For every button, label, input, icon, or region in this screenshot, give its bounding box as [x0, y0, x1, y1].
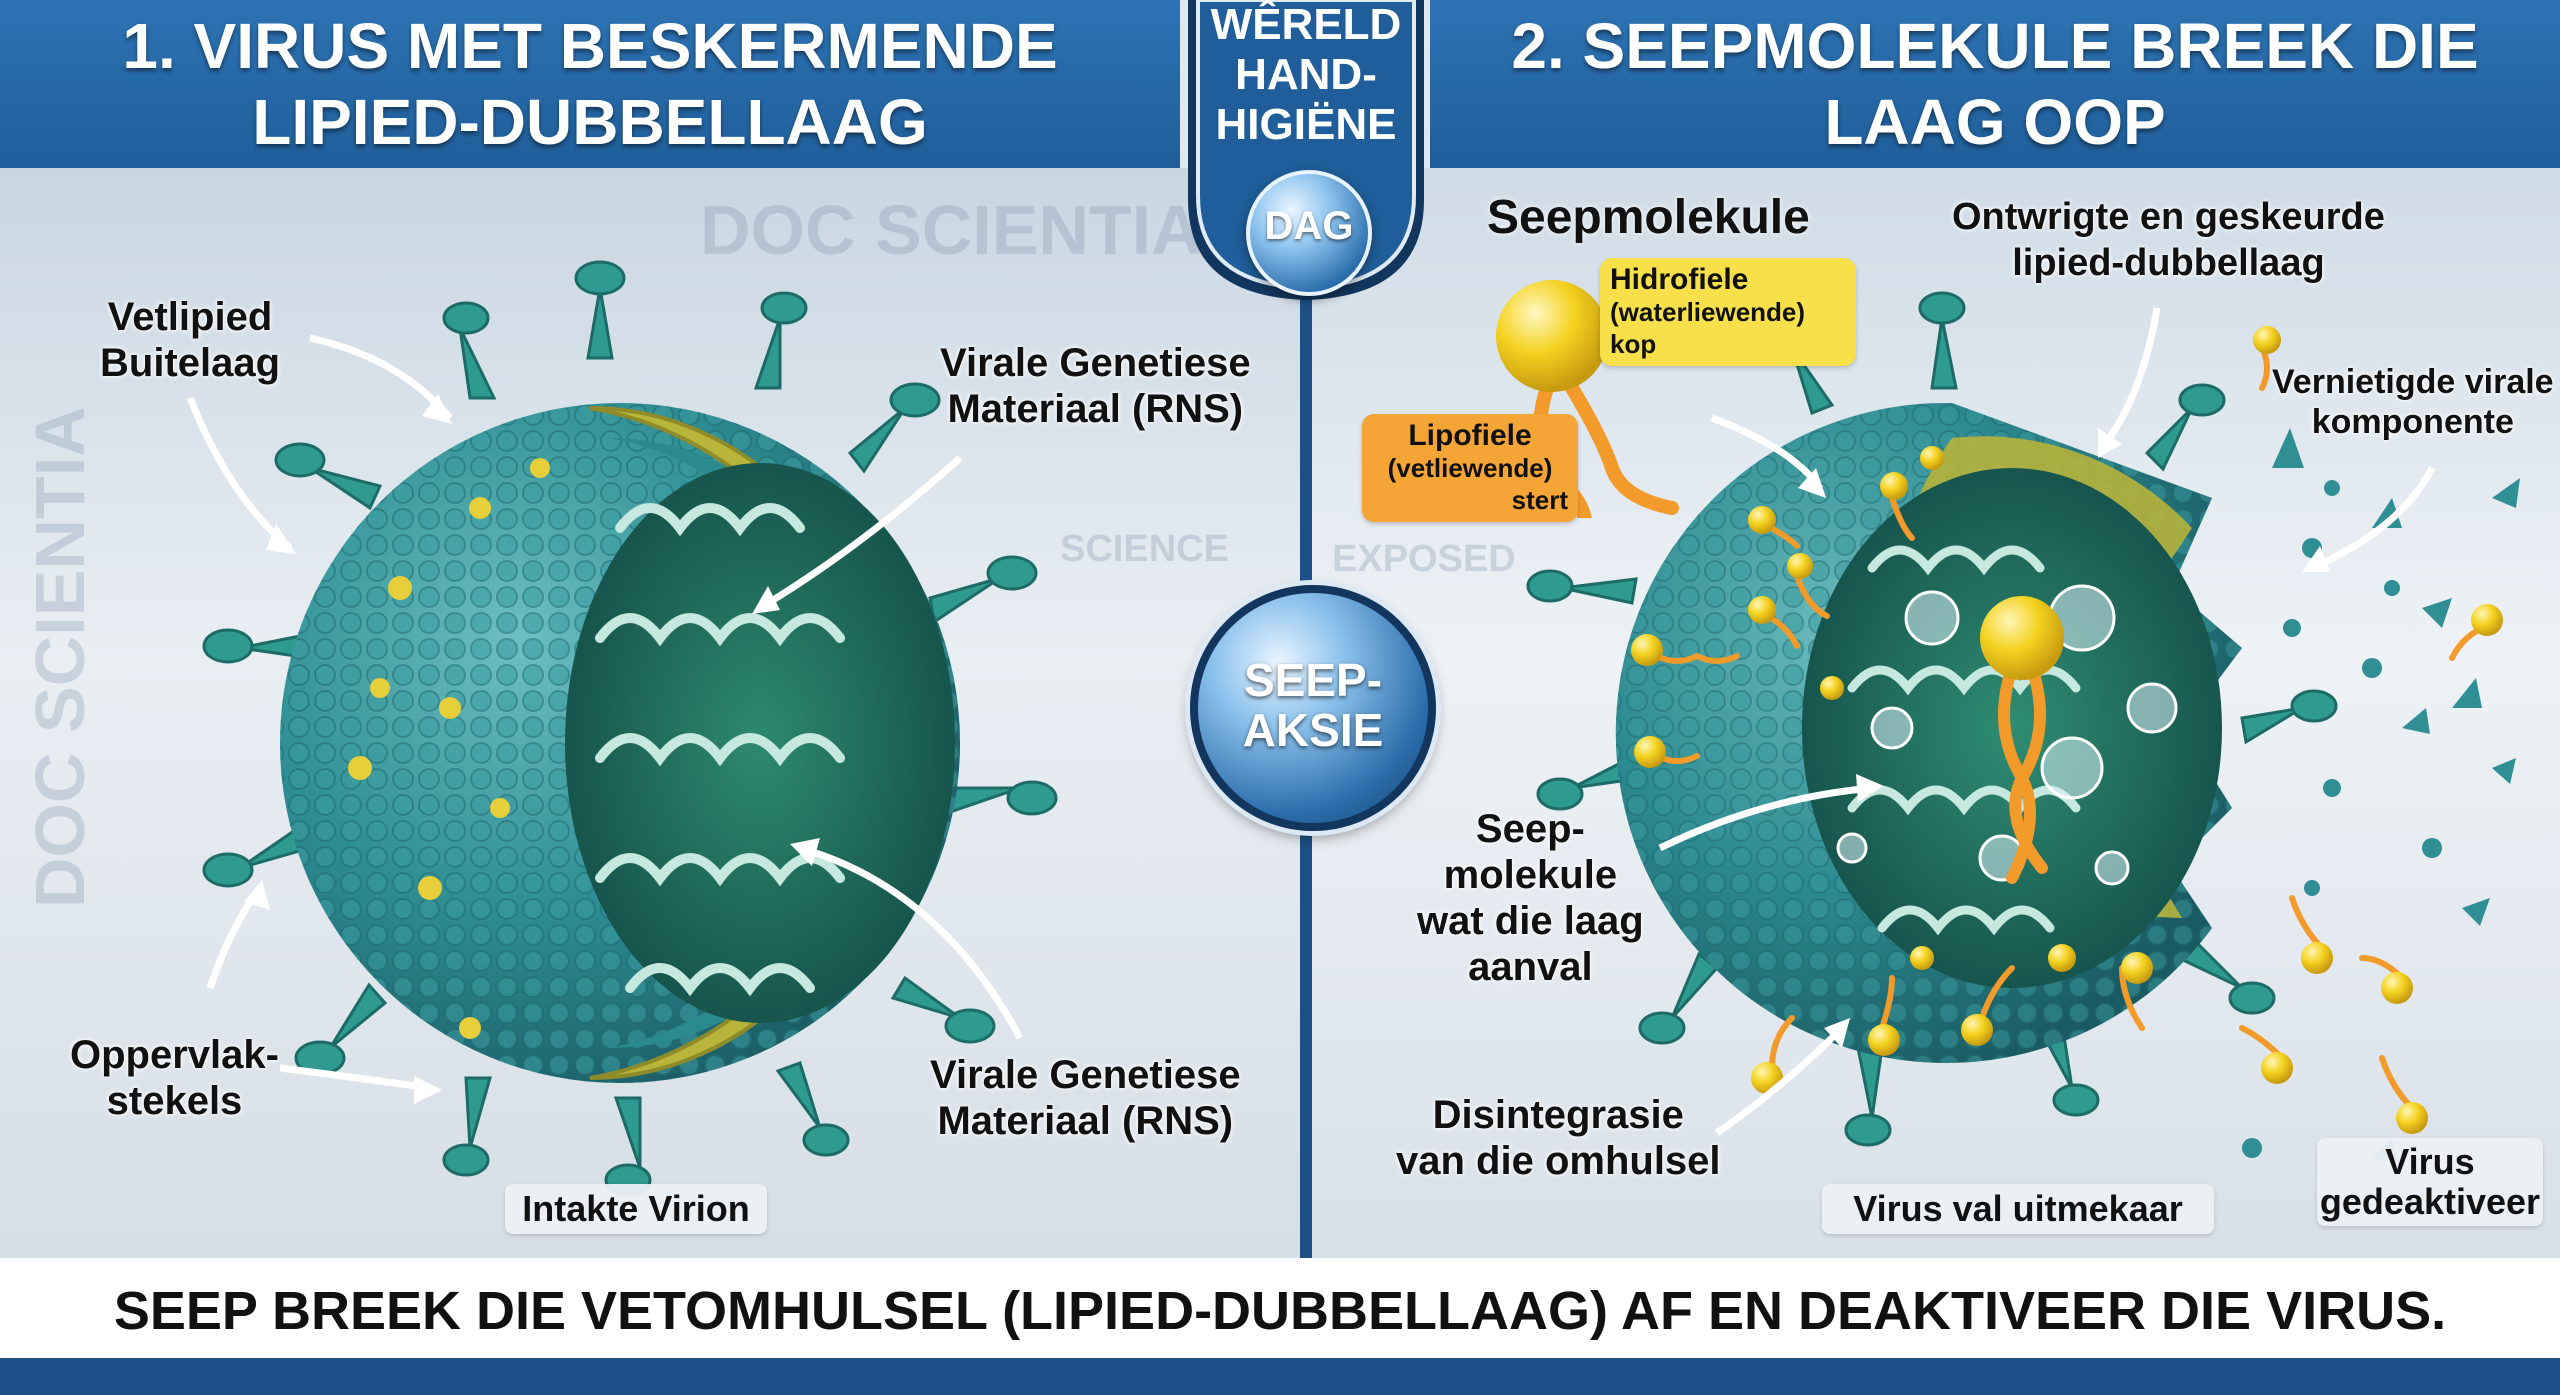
label-destroyed-components: Vernietigde virale komponente [2272, 362, 2554, 442]
label-destroyed-line1: Vernietigde virale [2272, 363, 2554, 401]
lipophilic-line3: stert [1511, 485, 1568, 515]
big-soap-molecule [1980, 596, 2064, 884]
label-destroyed-line2: komponente [2311, 403, 2514, 441]
arrow-heads-right [1798, 428, 2330, 1048]
hydrophilic-label: Hidrofiele (waterliewende) kop [1600, 258, 1856, 366]
label-attacking-line4: aanval [1468, 945, 1593, 989]
label-disintegration-line1: Disintegrasie [1432, 1093, 1684, 1137]
soap-action-line1: SEEP- [1243, 654, 1383, 706]
bottom-bar [0, 1358, 2560, 1395]
label-lipid-line1: Vetlipied [107, 295, 273, 339]
tag-virus-falls-apart: Virus val uitmekaar [1822, 1184, 2214, 1234]
arrow-heads-left [244, 394, 820, 1104]
lipophilic-label: Lipofiele (vetliewende) stert [1362, 414, 1578, 522]
rna-coil [595, 503, 845, 997]
label-rna-top-line1: Virale Genetiese [940, 341, 1251, 385]
badge-line3: HIGIËNE [1215, 100, 1397, 149]
right-title: 2. SEEPMOLEKULE BREEK DIE LAAG OOP [1430, 8, 2560, 160]
right-panel: EXPOSED [1312, 168, 2560, 1258]
footer-caption: SEEP BREEK DIE VETOMHULSEL (LIPIED-DUBBE… [113, 1281, 2447, 1341]
label-surface-spikes: Oppervlak- stekels [70, 1032, 279, 1124]
label-attacking-line3: wat die laag [1417, 899, 1644, 943]
dag-text: DAG [1264, 204, 1354, 248]
soap-molecule-heading: Seepmolekule [1487, 191, 1810, 244]
soap-action-text: SEEP- AKSIE [1198, 655, 1428, 755]
soap-action-line2: AKSIE [1242, 704, 1384, 756]
right-title-line1: 2. SEEPMOLEKULE BREEK DIE [1511, 10, 2479, 82]
label-disrupted-line1: Ontwrigte en geskeurde [1952, 196, 2385, 238]
tag-virus-deactivated: Virus gedeaktiveer [2317, 1138, 2543, 1226]
label-disrupted-bilayer: Ontwrigte en geskeurde lipied-dubbellaag [1952, 194, 2385, 286]
badge-line1: WÊRELD [1210, 0, 1402, 49]
lipophilic-tail-2 [1565, 381, 1679, 515]
label-attacking-line1: Seep- [1475, 807, 1585, 851]
spikes-left [202, 260, 1058, 1197]
left-panel: DOC SCIENTIA DOC SCIENTIA SCIENCE [0, 168, 1300, 1258]
label-disintegration: Disintegrasie van die omhulsel [1396, 1092, 1721, 1184]
label-rna-bottom-line1: Virale Genetiese [930, 1053, 1241, 1097]
label-rna-bottom-line2: Materiaal (RNS) [937, 1099, 1234, 1143]
label-disintegration-line2: van die omhulsel [1396, 1139, 1721, 1183]
label-spikes-line2: stekels [106, 1079, 243, 1123]
destroyed-fragments [2242, 428, 2520, 1162]
label-rna-top: Virale Genetiese Materiaal (RNS) [940, 340, 1251, 432]
label-rna-top-line2: Materiaal (RNS) [947, 387, 1244, 431]
label-attacking-line2: molekule [1443, 853, 1618, 897]
disrupted-virus-illustration [1526, 291, 2520, 1162]
hydrophilic-line2: (waterliewende) [1610, 297, 1806, 327]
label-lipid-outer-layer: Vetlipied Buitelaag [100, 294, 280, 386]
watermark-main: DOC SCIENTIA [700, 191, 1202, 269]
label-rna-bottom: Virale Genetiese Materiaal (RNS) [930, 1052, 1241, 1144]
right-header: 2. SEEPMOLEKULE BREEK DIE LAAG OOP [1430, 0, 2560, 168]
label-disrupted-line2: lipied-dubbellaag [2012, 242, 2325, 284]
lipophilic-line1: Lipofiele [1408, 419, 1532, 452]
left-title-line1: 1. VIRUS MET BESKERMENDE [122, 10, 1058, 82]
surface-proteins [348, 458, 550, 1039]
hydrophilic-line1: Hidrofiele [1610, 263, 1749, 296]
left-title-line2: LIPIED-DUBBELLAAG [252, 86, 928, 158]
hydrophilic-head [1496, 280, 1608, 392]
left-header: 1. VIRUS MET BESKERMENDE LIPIED-DUBBELLA… [0, 0, 1180, 168]
spikes-right [1526, 291, 2338, 1147]
right-title-line2: LAAG OOP [1824, 86, 2166, 158]
watermark-science: SCIENCE [1060, 528, 1229, 570]
tag-deactivated-line1: Virus [2385, 1141, 2475, 1182]
tag-deactivated-line2: gedeaktiveer [2319, 1181, 2541, 1222]
soap-action-bubble: SEEP- AKSIE [1190, 585, 1436, 831]
badge-line2: HAND- [1235, 50, 1377, 99]
soap-molecules-small [1631, 326, 2503, 1134]
hydrophilic-line3: kop [1610, 329, 1657, 359]
lipophilic-line2: (vetliewende) [1387, 453, 1553, 483]
watermark-exposed: EXPOSED [1332, 538, 1516, 580]
label-lipid-line2: Buitelaag [100, 341, 281, 385]
tag-intact-virion: Intakte Virion [505, 1184, 767, 1234]
footer-caption-bar: SEEP BREEK DIE VETOMHULSEL (LIPIED-DUBBE… [0, 1258, 2560, 1358]
dag-bubble: DAG [1246, 170, 1372, 296]
label-spikes-line1: Oppervlak- [70, 1033, 279, 1077]
badge-text: WÊRELD HAND- HIGIËNE [1182, 0, 1430, 150]
left-title: 1. VIRUS MET BESKERMENDE LIPIED-DUBBELLA… [0, 8, 1180, 160]
label-attacking-soap: Seep- molekule wat die laag aanval [1417, 806, 1644, 990]
intact-virus-illustration [186, 260, 1058, 1197]
